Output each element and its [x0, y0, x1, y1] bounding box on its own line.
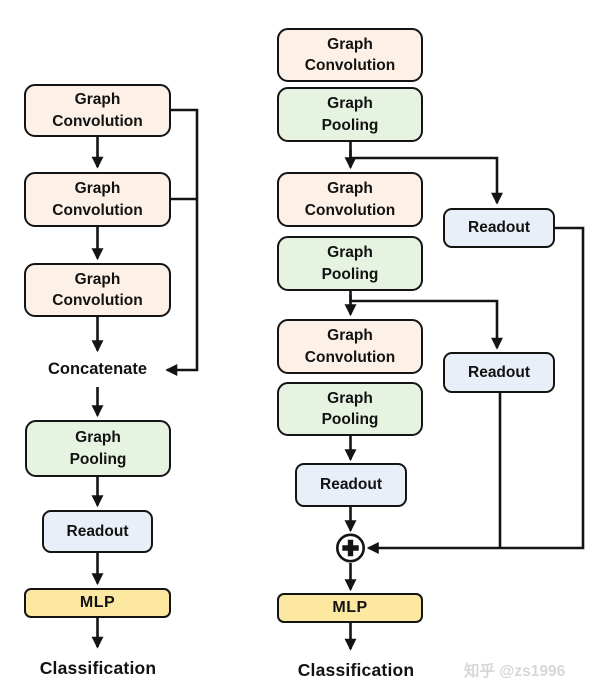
left-mlp: MLP: [24, 588, 171, 618]
left-graph-convolution-2: Graph Convolution: [24, 172, 171, 227]
skip-connection-conv1-concatenate: [165, 108, 199, 376]
left-graph-convolution-1: Graph Convolution: [24, 84, 171, 137]
sum-plus-icon: [335, 533, 365, 563]
left-graph-pooling: Graph Pooling: [25, 420, 171, 477]
loop-readout1-sum: [366, 226, 585, 554]
left-readout: Readout: [42, 510, 153, 553]
watermark: 知乎 @zs1996: [464, 663, 566, 680]
right-readout-branch-1: Readout: [443, 208, 555, 248]
right-mlp: MLP: [277, 593, 423, 623]
left-concatenate-label: Concatenate: [47, 360, 148, 378]
right-readout-main: Readout: [295, 463, 407, 507]
right-graph-convolution-1: Graph Convolution: [277, 28, 423, 82]
right-graph-pooling-2: Graph Pooling: [277, 236, 423, 291]
left-classification-label: Classification: [39, 658, 157, 678]
right-classification-label: Classification: [297, 660, 415, 680]
left-graph-convolution-3: Graph Convolution: [24, 263, 171, 317]
right-graph-pooling-3: Graph Pooling: [277, 382, 423, 436]
branch-right-pool1-readout1: [349, 150, 503, 205]
branch-right-pool2-readout2: [349, 295, 503, 350]
right-graph-convolution-3: Graph Convolution: [277, 319, 423, 374]
right-graph-pooling-1: Graph Pooling: [277, 87, 423, 142]
right-graph-convolution-2: Graph Convolution: [277, 172, 423, 227]
right-readout-branch-2: Readout: [443, 352, 555, 393]
